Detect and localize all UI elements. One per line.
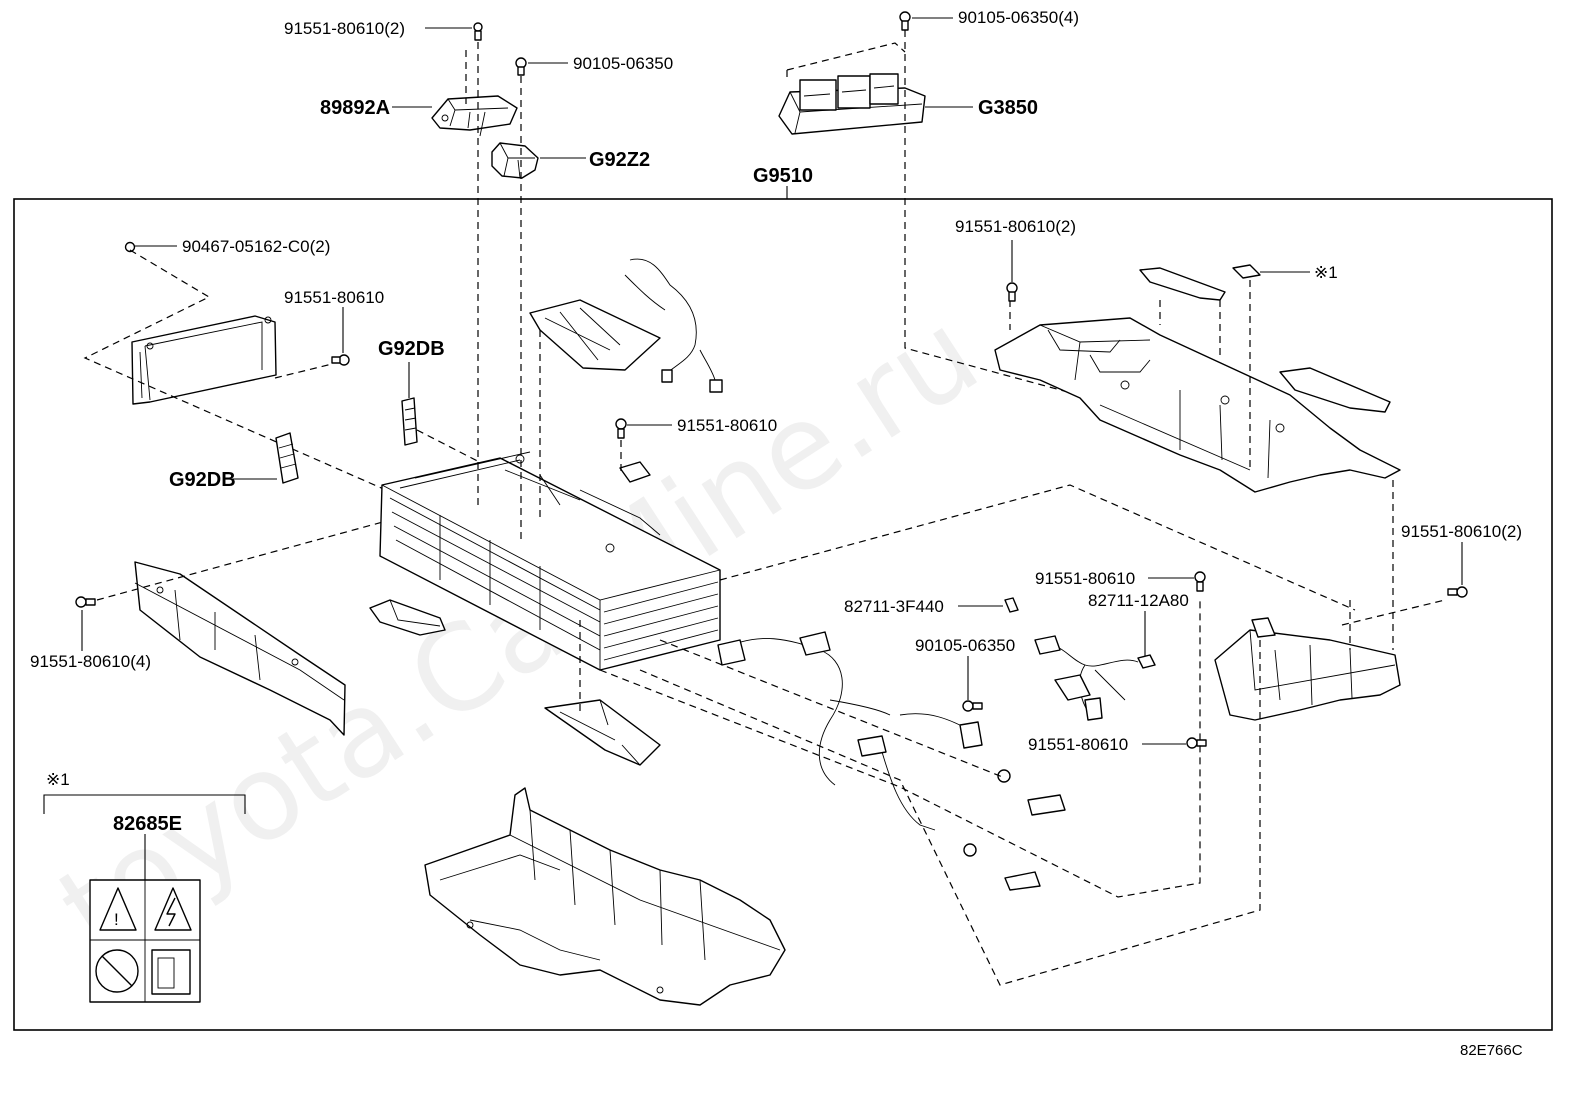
bolt-91551-80610-lower-left — [75, 596, 96, 651]
bracket-89892A — [392, 95, 518, 137]
relay-block-G3850 — [778, 42, 973, 135]
callout-bolt-top-left: 91551-80610(2) — [284, 19, 405, 38]
callout-bolt-center: 91551-80610 — [677, 416, 777, 435]
callout-bolt-mid-right: 91551-80610 — [1035, 569, 1135, 588]
module-bracket-lower — [544, 699, 661, 766]
callout-bolt-left-cover: 91551-80610 — [284, 288, 384, 307]
callout-bolt-right-tray: 91551-80610(2) — [955, 217, 1076, 236]
screw-90105-06350-mid-right — [962, 656, 983, 712]
spacer-G92DB-upper — [401, 362, 496, 471]
callout-nut-left-cover: 90467-05162-C0(2) — [182, 237, 330, 256]
right-bracket — [1214, 600, 1401, 721]
callout-screw-top-center: 90105-06350 — [573, 54, 673, 73]
wire-harness-lower — [717, 631, 983, 831]
caution-icon: ! — [114, 910, 119, 929]
bolt-91551-80610-center — [615, 418, 672, 483]
callout-clamp-3F440: 82711-3F440 — [844, 597, 944, 616]
callout-note-ref-right: ※1 — [1314, 263, 1338, 282]
module-bracket-small — [369, 599, 446, 636]
bolt-91551-80610-right-tray — [1006, 240, 1018, 302]
screw-90105-06350-top-right — [899, 11, 953, 31]
callout-clip-G92Z2: G92Z2 — [589, 149, 650, 171]
callout-screw-top-right: 90105-06350(4) — [958, 8, 1079, 27]
lower-tray — [424, 787, 786, 1006]
bolt-91551-80610-right-side — [1341, 480, 1468, 650]
wire-harness-upper — [529, 258, 723, 393]
nut-90467-05162 — [124, 241, 177, 253]
guide-lines-bottom — [599, 484, 1356, 986]
diagram-code: 82E766C — [1460, 1042, 1523, 1059]
clamp-82711-3F440 — [958, 597, 1019, 613]
battery-module — [379, 451, 721, 671]
callout-spacer-lower: G92DB — [169, 469, 236, 491]
guide-lines-top — [465, 30, 1091, 712]
callout-relay-G3850: G3850 — [978, 97, 1038, 119]
label-sticker-ref — [1232, 264, 1310, 279]
callout-bolt-lower-left: 91551-80610(4) — [30, 652, 151, 671]
callout-clamp-12A80: 82711-12A80 — [1088, 591, 1189, 610]
spacer-G92DB-lower — [232, 432, 299, 484]
callout-bolt-lower-right: 91551-80610 — [1028, 735, 1128, 754]
bolt-91551-80610-mid-right — [1148, 571, 1206, 592]
wire-harness-right — [1034, 635, 1139, 721]
left-lower-side-cover — [96, 519, 391, 736]
assembly-frame — [13, 186, 1553, 1031]
left-side-cover — [83, 249, 453, 520]
callout-spacer-upper: G92DB — [378, 338, 445, 360]
nuts-lower-right — [963, 769, 1066, 891]
clamp-82711-12A80 — [1137, 611, 1156, 669]
warning-label-box: ! — [43, 794, 246, 1003]
callout-labels: 91551-80610(2) 90105-06350 89892A G92Z2 … — [30, 8, 1523, 1059]
screw-90105-06350-top — [515, 57, 568, 76]
callout-bolt-right-side: 91551-80610(2) — [1401, 522, 1522, 541]
clip-G92Z2 — [491, 142, 586, 179]
assembly-label: G9510 — [753, 165, 813, 187]
note-box-title: 82685E — [113, 813, 182, 835]
no-touch-icon — [95, 949, 139, 993]
upper-right-tray — [994, 267, 1401, 493]
manual-icon — [151, 949, 191, 995]
callout-bracket-89892A: 89892A — [320, 97, 390, 119]
callout-screw-mid-right: 90105-06350 — [915, 636, 1015, 655]
bolt-91551-80610-left-cover — [331, 307, 350, 366]
note-marker: ※1 — [46, 770, 70, 789]
bolt-91551-80610-top-left — [425, 22, 483, 41]
bolt-91551-80610-lower-right — [1142, 737, 1207, 749]
